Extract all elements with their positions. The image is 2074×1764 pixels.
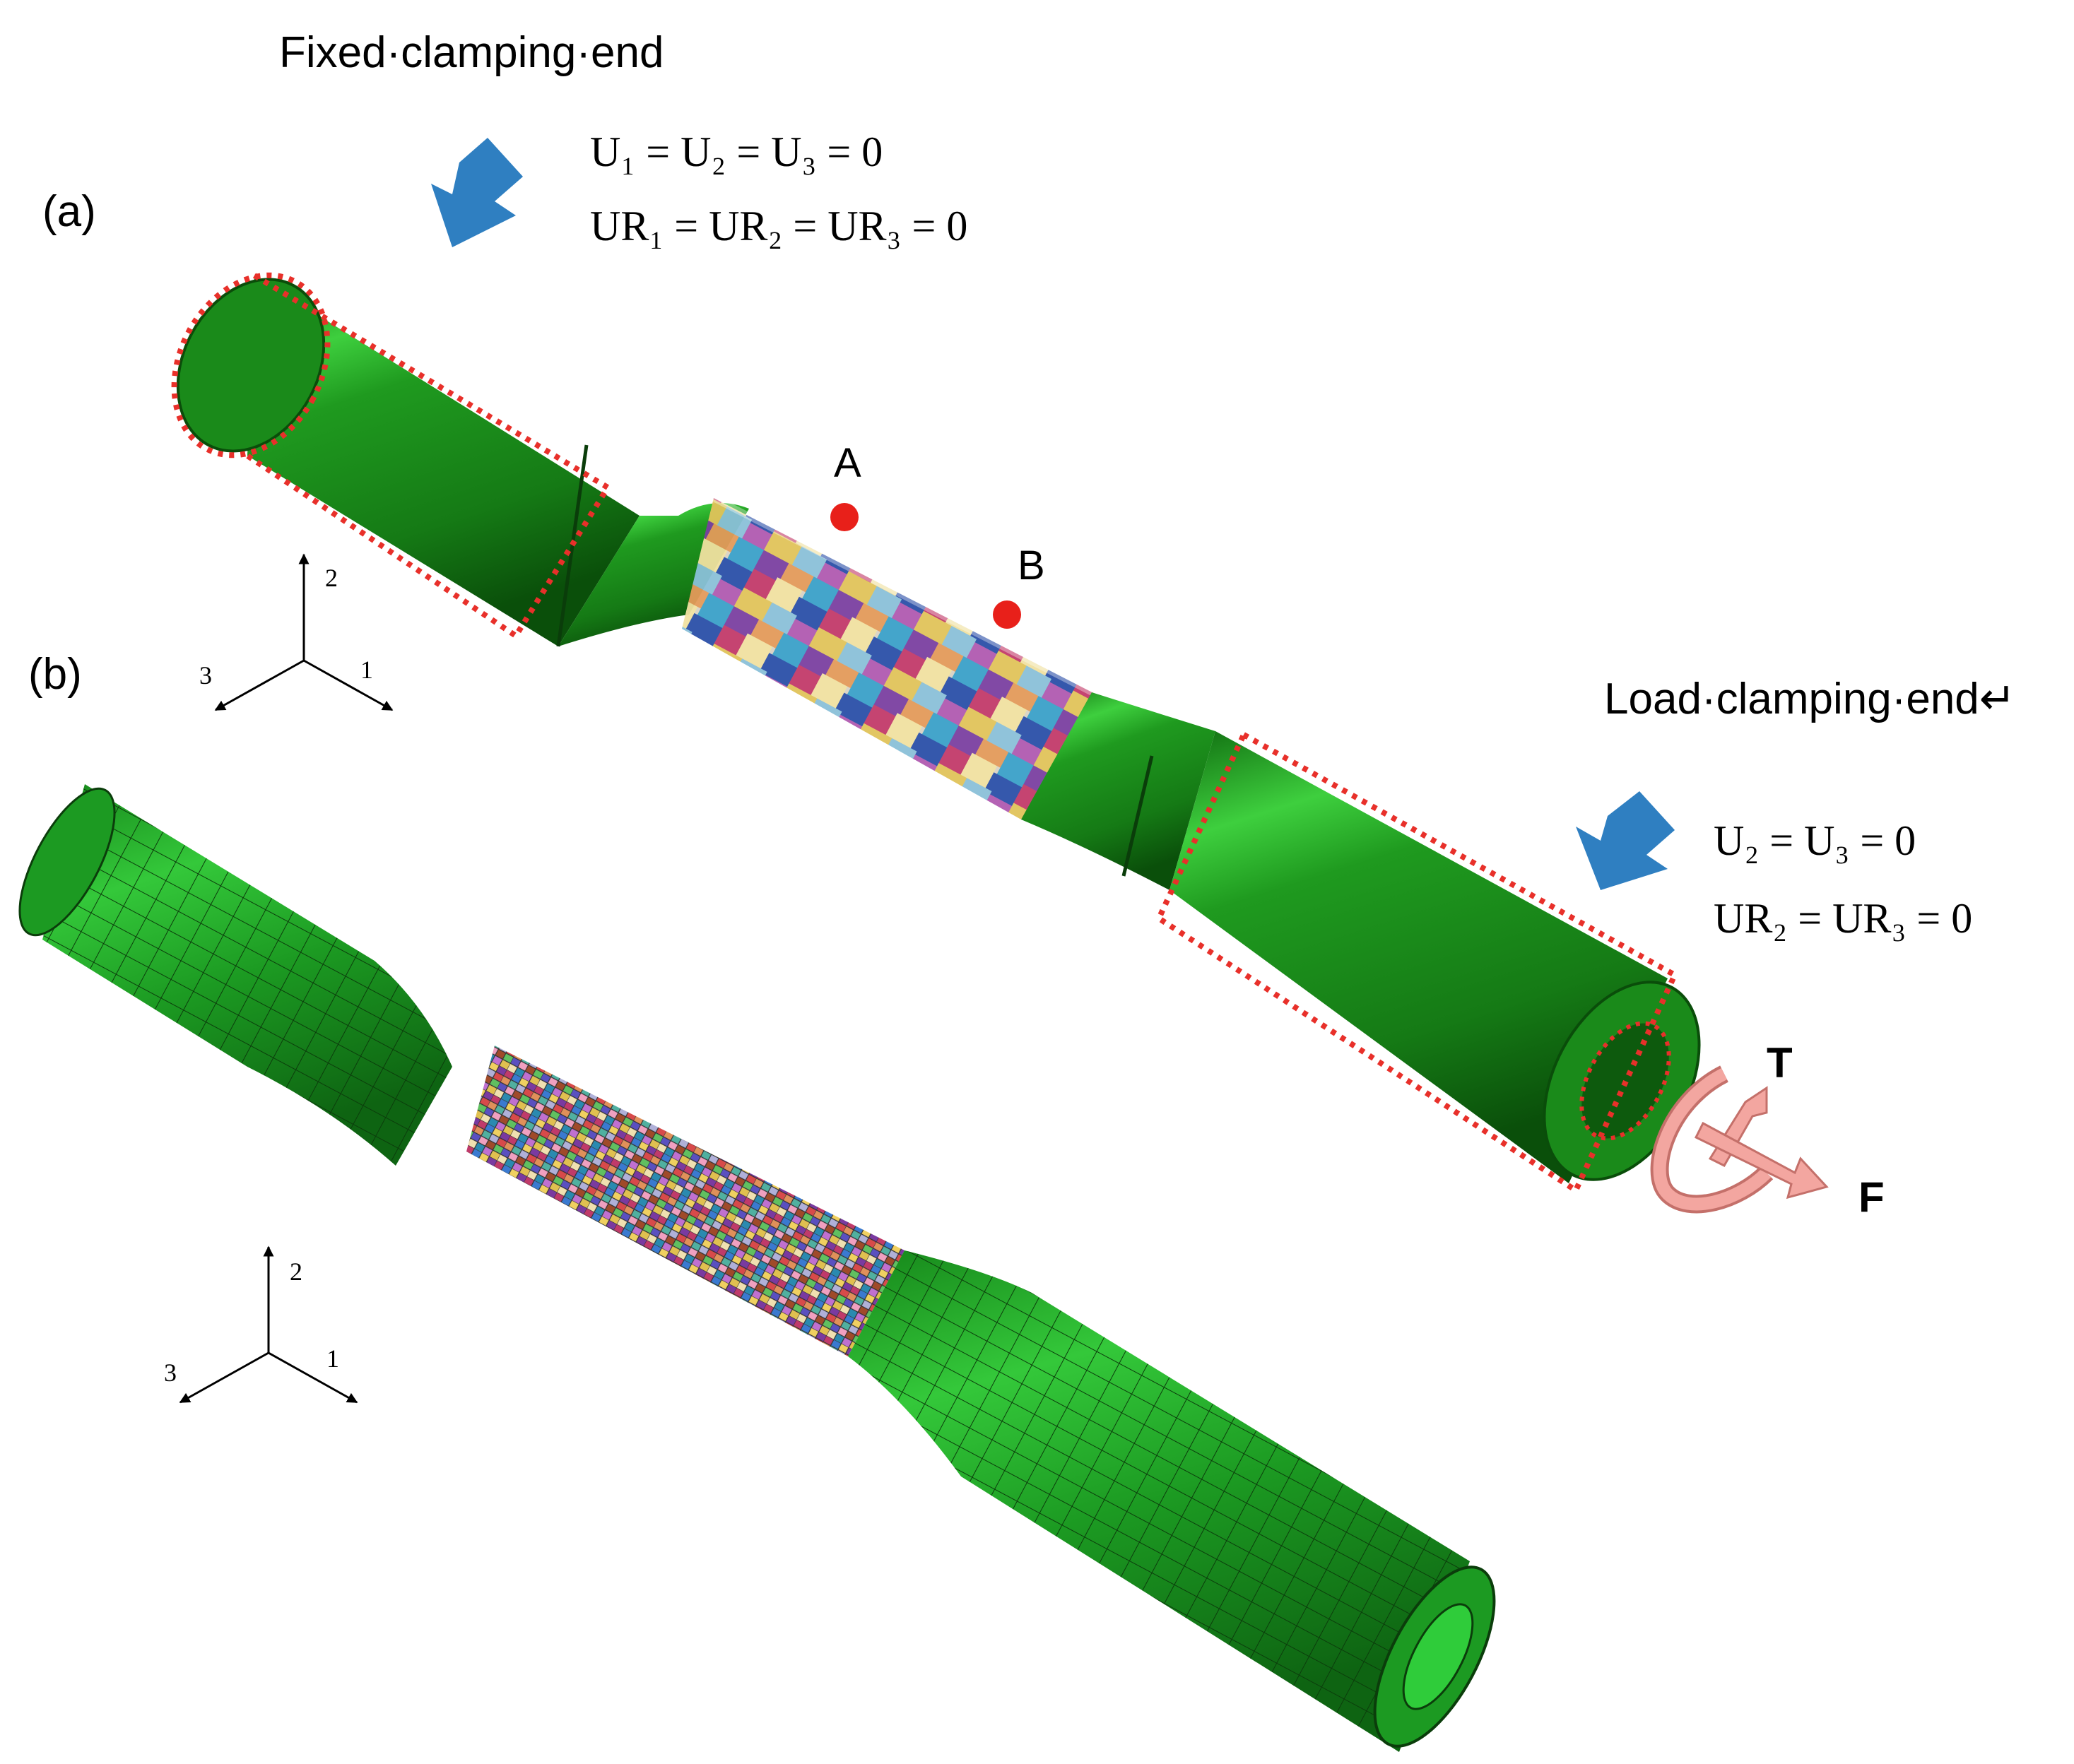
specimen-a — [171, 272, 1701, 1195]
specimen-b-mesh — [18, 784, 1496, 1752]
fixed-clamp-outline — [245, 273, 612, 640]
gauge-highlight — [712, 495, 1108, 703]
force-label: F — [1858, 1173, 1885, 1221]
load-shoulder — [1021, 692, 1215, 890]
load-clamp-arrow-icon — [1576, 791, 1675, 890]
load-symbols — [1650, 1065, 1829, 1214]
axis-label-1-b: 1 — [326, 1344, 339, 1373]
load-end-title: Load·clamping·end↵ — [1604, 675, 2016, 723]
point-a-label: A — [834, 440, 861, 486]
point-b-label: B — [1018, 543, 1045, 588]
shoulder-line — [556, 444, 589, 647]
load-end-bc-line1: U₂ = U₃ = 0 — [1714, 817, 1916, 864]
mesh-right-bore — [1402, 1603, 1474, 1710]
mesh-left-end-face — [18, 787, 116, 937]
fixed-end-title: Fixed·clamping·end — [279, 28, 664, 77]
panel-b-label: (b) — [28, 650, 82, 699]
axis-triad-b: 2 1 3 — [164, 1245, 358, 1404]
fixed-grip-body — [247, 276, 640, 646]
panel-a-label: (a) — [42, 187, 96, 236]
fixed-clamp-arrow-icon — [431, 138, 523, 247]
fixed-grip-end-face — [176, 278, 326, 453]
load-grip-bore — [1579, 1021, 1671, 1141]
axis-label-2: 2 — [325, 564, 338, 592]
fixed-clamp-ring — [171, 272, 331, 458]
axis-triad-a: 2 1 3 — [199, 553, 394, 711]
shoulder-line-2 — [1121, 755, 1154, 877]
fixed-shoulder — [558, 503, 749, 646]
point-b-marker — [993, 600, 1021, 629]
fixed-end-bc-line1: U₁ = U₂ = U₃ = 0 — [590, 129, 883, 175]
point-a-marker — [830, 503, 859, 531]
load-grip-body — [1169, 731, 1668, 1183]
axis-label-3: 3 — [199, 661, 212, 689]
axis-label-3-b: 3 — [164, 1358, 177, 1387]
load-end-bc-line2: UR₂ = UR₃ = 0 — [1714, 895, 1972, 942]
mesh-gauge-grains — [466, 1046, 905, 1356]
gauge-grains — [682, 498, 1106, 819]
axis-label-1: 1 — [360, 656, 373, 684]
torque-label: T — [1767, 1039, 1793, 1087]
axis-label-2-b: 2 — [290, 1257, 302, 1286]
fixed-end-bc-line2: UR₁ = UR₂ = UR₃ = 0 — [590, 203, 967, 249]
force-arrow-icon — [1694, 1121, 1829, 1200]
load-clamp-outline — [1155, 730, 1679, 1195]
